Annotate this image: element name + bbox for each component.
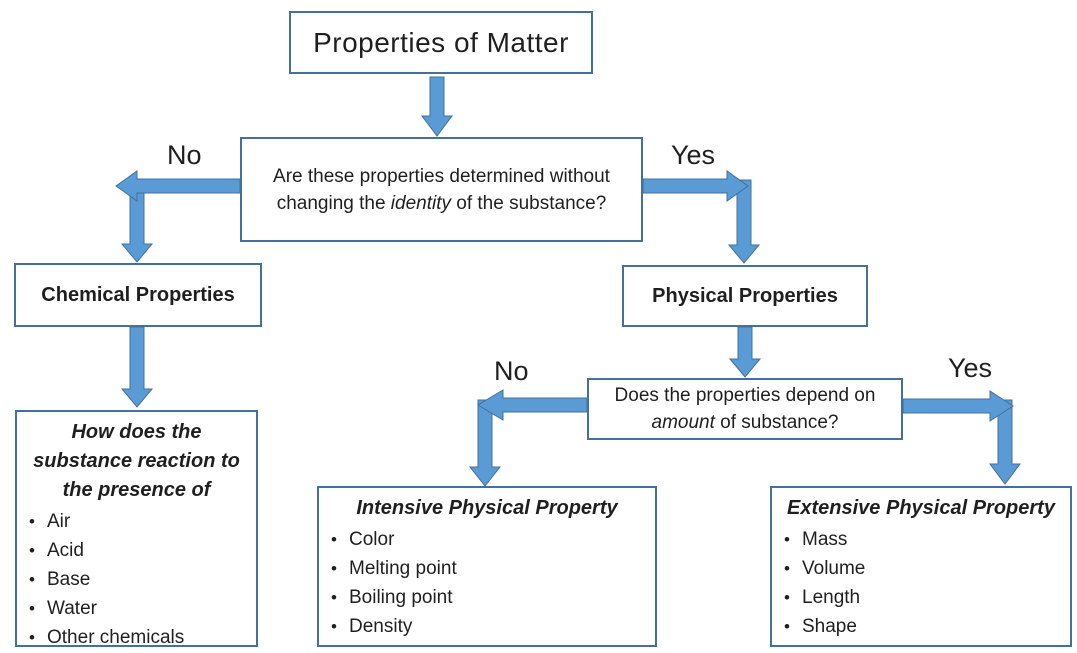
bullet-icon: • bbox=[331, 617, 337, 636]
bullet-icon: • bbox=[29, 599, 35, 618]
arrow-yes1-vertical bbox=[727, 179, 761, 264]
list-item: • Length bbox=[772, 583, 1070, 612]
list-item: • Base bbox=[17, 565, 256, 594]
list-item: • Density bbox=[319, 612, 655, 641]
extensive-property-list: • Mass • Volume • Length • Shape bbox=[772, 523, 1070, 641]
physical-properties-text: Physical Properties bbox=[652, 284, 838, 307]
list-item: • Melting point bbox=[319, 554, 655, 583]
chemical-properties-text: Chemical Properties bbox=[41, 283, 235, 306]
bullet-icon: • bbox=[331, 588, 337, 607]
chemical-detail-box: How does the substance reaction to the p… bbox=[15, 410, 258, 648]
list-item: • Shape bbox=[772, 612, 1070, 641]
bullet-icon: • bbox=[29, 628, 35, 647]
decision1-no-label: No bbox=[167, 140, 202, 170]
intensive-property-list: • Color • Melting point • Boiling point … bbox=[319, 523, 655, 641]
chemical-detail-list: • Air • Acid • Base • Water • Other chem… bbox=[17, 505, 256, 652]
arrow-no2-horizontal bbox=[477, 389, 588, 421]
arrow-yes2-vertical bbox=[989, 399, 1021, 485]
intensive-property-box: Intensive Physical Property • Color • Me… bbox=[317, 486, 657, 647]
chemical-properties-box: Chemical Properties bbox=[14, 263, 262, 327]
decision2-no-label: No bbox=[494, 356, 529, 386]
list-item: • Acid bbox=[17, 536, 256, 565]
title-box: Properties of Matter bbox=[289, 11, 593, 74]
list-item: • Air bbox=[17, 507, 256, 536]
extensive-property-box: Extensive Physical Property • Mass • Vol… bbox=[770, 486, 1072, 647]
arrow-chemical-to-detail bbox=[120, 326, 154, 408]
bullet-icon: • bbox=[784, 530, 790, 549]
bullet-icon: • bbox=[331, 559, 337, 578]
list-item: • Mass bbox=[772, 525, 1070, 554]
decision1-box: Are these properties determined without … bbox=[240, 137, 643, 242]
list-item: • Other chemicals bbox=[17, 623, 256, 652]
list-item: • Color bbox=[319, 525, 655, 554]
list-item: • Water bbox=[17, 594, 256, 623]
arrow-yes1-horizontal bbox=[642, 170, 749, 202]
arrow-no1-horizontal bbox=[115, 170, 241, 202]
intensive-property-title: Intensive Physical Property bbox=[356, 497, 618, 519]
decision1-yes-label: Yes bbox=[671, 140, 716, 170]
arrow-no2-vertical bbox=[468, 399, 502, 487]
arrow-yes2-horizontal bbox=[902, 390, 1014, 422]
bullet-icon: • bbox=[784, 588, 790, 607]
arrow-physical-to-decision2 bbox=[728, 326, 762, 378]
bullet-icon: • bbox=[331, 530, 337, 549]
arrow-no1-vertical bbox=[120, 179, 154, 263]
chemical-detail-title: How does the substance reaction to the p… bbox=[33, 421, 240, 501]
bullet-icon: • bbox=[29, 512, 35, 531]
title-text: Properties of Matter bbox=[313, 26, 569, 58]
decision2-text: Does the properties depend on amount of … bbox=[614, 385, 876, 433]
decision2-box: Does the properties depend on amount of … bbox=[587, 378, 903, 440]
arrow-title-to-decision1 bbox=[421, 76, 453, 137]
bullet-icon: • bbox=[29, 570, 35, 589]
extensive-property-title: Extensive Physical Property bbox=[787, 497, 1055, 519]
decision1-emphasis: identity bbox=[390, 192, 451, 214]
bullet-icon: • bbox=[29, 541, 35, 560]
list-item: • Boiling point bbox=[319, 583, 655, 612]
decision2-emphasis: amount bbox=[651, 412, 715, 433]
bullet-icon: • bbox=[784, 617, 790, 636]
bullet-icon: • bbox=[784, 559, 790, 578]
list-item: • Volume bbox=[772, 554, 1070, 583]
decision1-text: Are these properties determined without … bbox=[273, 165, 610, 214]
physical-properties-box: Physical Properties bbox=[622, 265, 868, 327]
decision2-yes-label: Yes bbox=[948, 353, 993, 383]
